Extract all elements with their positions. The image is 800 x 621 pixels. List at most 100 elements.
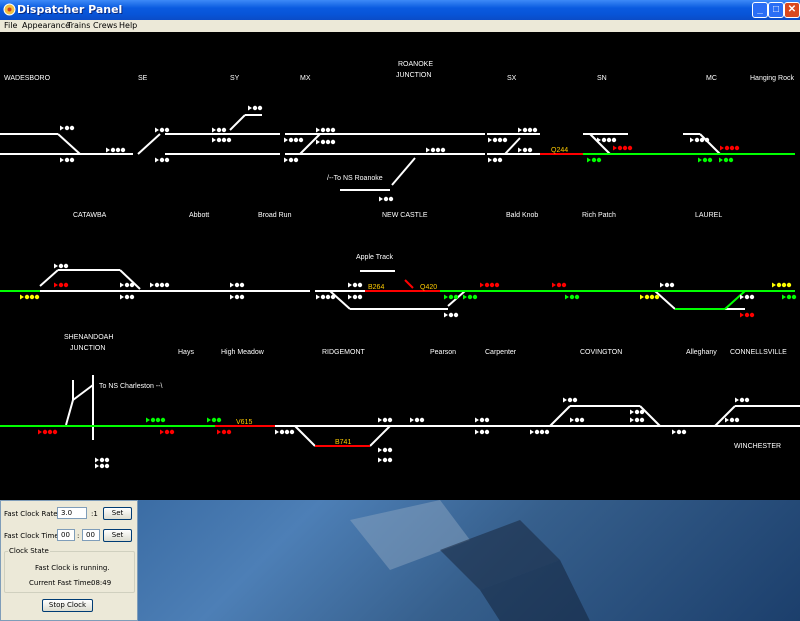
signal-icon[interactable] [725, 417, 740, 423]
signal-icon[interactable] [740, 312, 755, 318]
signal-icon[interactable] [719, 157, 734, 163]
occupied-block-apple[interactable] [404, 279, 414, 289]
signal-icon[interactable] [378, 417, 393, 423]
signal-icon[interactable] [54, 282, 69, 288]
signal-icon[interactable] [230, 294, 245, 300]
track-segment[interactable] [369, 425, 391, 447]
track-segment[interactable] [57, 133, 81, 155]
signal-icon[interactable] [316, 127, 336, 133]
track-segment[interactable] [72, 384, 94, 401]
signal-icon[interactable] [120, 294, 135, 300]
signal-icon[interactable] [475, 429, 490, 435]
signal-icon[interactable] [60, 125, 75, 131]
signal-icon[interactable] [640, 294, 660, 300]
signal-icon[interactable] [316, 294, 336, 300]
signal-icon[interactable] [518, 127, 538, 133]
signal-icon[interactable] [518, 147, 533, 153]
signal-icon[interactable] [772, 282, 792, 288]
signal-icon[interactable] [217, 429, 232, 435]
signal-icon[interactable] [782, 294, 797, 300]
track-segment[interactable] [137, 133, 161, 155]
track-segment[interactable] [294, 425, 316, 447]
signal-icon[interactable] [597, 137, 617, 143]
signal-icon[interactable] [444, 312, 459, 318]
track-segment[interactable] [639, 405, 661, 427]
signal-icon[interactable] [248, 105, 263, 111]
signal-icon[interactable] [20, 294, 40, 300]
signal-icon[interactable] [463, 294, 478, 300]
menu-help[interactable]: Help [119, 21, 138, 30]
signal-icon[interactable] [95, 457, 110, 463]
signal-icon[interactable] [480, 282, 500, 288]
track-segment[interactable] [119, 269, 141, 290]
set-time-button[interactable]: Set [103, 529, 132, 542]
signal-icon[interactable] [95, 463, 110, 469]
signal-icon[interactable] [155, 127, 170, 133]
track-segment[interactable] [714, 405, 736, 427]
minutes-input[interactable]: 00 [82, 529, 100, 541]
signal-icon[interactable] [284, 137, 304, 143]
routed-block[interactable] [724, 290, 746, 310]
signal-icon[interactable] [212, 127, 227, 133]
signal-icon[interactable] [275, 429, 295, 435]
signal-icon[interactable] [660, 282, 675, 288]
train-v615[interactable]: V615 [236, 419, 252, 426]
train-q420[interactable]: Q420 [420, 284, 437, 291]
signal-icon[interactable] [155, 157, 170, 163]
signal-icon[interactable] [378, 447, 393, 453]
track-segment[interactable] [329, 290, 351, 310]
signal-icon[interactable] [488, 157, 503, 163]
signal-icon[interactable] [230, 282, 245, 288]
signal-icon[interactable] [475, 417, 490, 423]
signal-icon[interactable] [410, 417, 425, 423]
signal-icon[interactable] [316, 139, 336, 145]
track-segment[interactable] [65, 399, 74, 426]
signal-icon[interactable] [735, 397, 750, 403]
signal-icon[interactable] [426, 147, 446, 153]
signal-icon[interactable] [613, 145, 633, 151]
menu-crews[interactable]: Crews [93, 21, 118, 30]
menu-trains[interactable]: Trains [67, 21, 91, 30]
signal-icon[interactable] [630, 417, 645, 423]
signal-icon[interactable] [379, 196, 394, 202]
signal-icon[interactable] [488, 137, 508, 143]
signal-icon[interactable] [38, 429, 58, 435]
signal-icon[interactable] [565, 294, 580, 300]
signal-icon[interactable] [378, 457, 393, 463]
track-segment[interactable] [229, 114, 246, 131]
track-segment[interactable] [654, 290, 676, 310]
signal-icon[interactable] [106, 147, 126, 153]
signal-icon[interactable] [698, 157, 713, 163]
track-segment[interactable] [589, 133, 611, 155]
signal-icon[interactable] [284, 157, 299, 163]
menu-appearance[interactable]: Appearance [22, 21, 71, 30]
track-segment[interactable] [504, 137, 521, 155]
signal-icon[interactable] [348, 294, 363, 300]
signal-icon[interactable] [160, 429, 175, 435]
signal-icon[interactable] [212, 137, 232, 143]
signal-icon[interactable] [740, 294, 755, 300]
signal-icon[interactable] [444, 294, 459, 300]
signal-icon[interactable] [530, 429, 550, 435]
signal-icon[interactable] [570, 417, 585, 423]
signal-icon[interactable] [348, 282, 363, 288]
track-segment[interactable] [391, 157, 416, 186]
train-q244[interactable]: Q244 [551, 147, 568, 154]
signal-icon[interactable] [120, 282, 135, 288]
track-segment[interactable] [549, 405, 571, 427]
signal-icon[interactable] [150, 282, 170, 288]
signal-icon[interactable] [146, 417, 166, 423]
stop-clock-button[interactable]: Stop Clock [42, 599, 93, 612]
signal-icon[interactable] [563, 397, 578, 403]
signal-icon[interactable] [630, 409, 645, 415]
track-segment[interactable] [699, 133, 721, 155]
signal-icon[interactable] [54, 263, 69, 269]
track-segment[interactable] [299, 133, 321, 155]
train-b264[interactable]: B264 [368, 284, 384, 291]
track-segment[interactable] [39, 269, 59, 287]
signal-icon[interactable] [552, 282, 567, 288]
signal-icon[interactable] [207, 417, 222, 423]
signal-icon[interactable] [587, 157, 602, 163]
signal-icon[interactable] [672, 429, 687, 435]
minimize-button[interactable]: _ [752, 2, 768, 18]
